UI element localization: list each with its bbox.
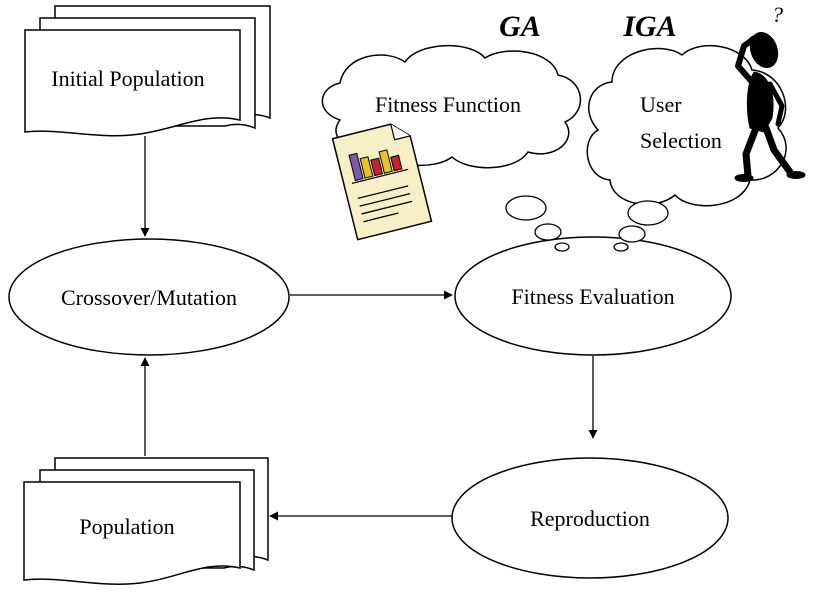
initial-population-label: Initial Population [51,66,204,91]
crossover-mutation-node: Crossover/Mutation [8,238,290,356]
population-label: Population [79,514,174,539]
thought-bubbles-right [613,200,669,252]
population-node: Population [23,457,269,585]
fitness-evaluation-node: Fitness Evaluation [454,236,732,356]
iga-title: IGA [622,10,676,43]
user-selection-label-line2: Selection [640,128,722,153]
crossover-mutation-label: Crossover/Mutation [61,285,237,310]
reproduction-label: Reproduction [530,506,650,531]
reproduction-node: Reproduction [451,457,729,579]
user-selection-label-line1: User [640,92,682,117]
ga-title: GA [499,10,541,43]
thought-bubbles-left [505,195,570,252]
fitness-evaluation-label: Fitness Evaluation [511,284,674,309]
fitness-function-label: Fitness Function [375,92,521,117]
thinking-person-icon: ? [734,2,806,182]
svg-text:?: ? [772,2,783,27]
initial-population-node: Initial Population [24,5,271,137]
document-chart-icon [331,123,433,241]
